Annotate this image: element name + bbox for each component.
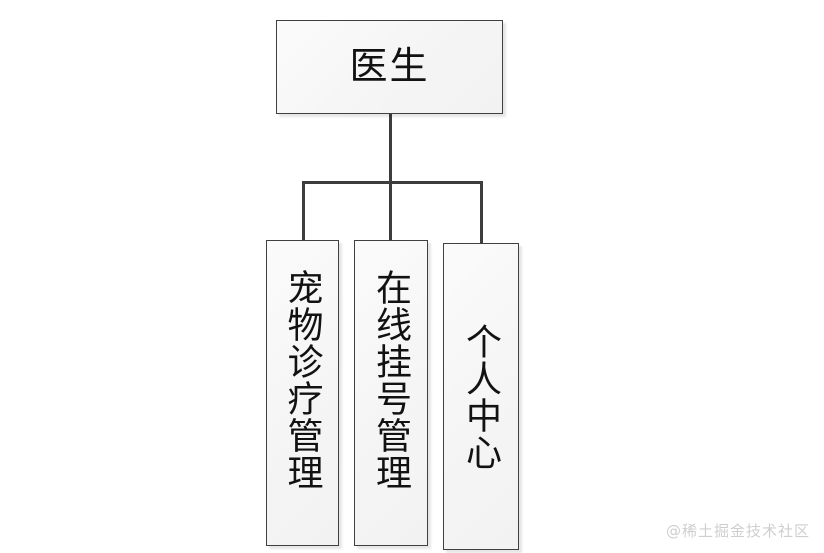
watermark: @稀土掘金技术社区 bbox=[665, 522, 810, 540]
node-pet-diagnosis-management-label: 宠物诊疗管理 bbox=[282, 269, 323, 491]
node-online-registration-management-label: 在线挂号管理 bbox=[371, 269, 412, 491]
connector-root-stem bbox=[389, 113, 392, 183]
connector-drop-child-3 bbox=[480, 181, 483, 244]
node-doctor[interactable]: 医生 bbox=[276, 20, 503, 114]
node-pet-diagnosis-management[interactable]: 宠物诊疗管理 bbox=[266, 240, 339, 546]
node-doctor-label: 医生 bbox=[349, 46, 430, 88]
node-online-registration-management[interactable]: 在线挂号管理 bbox=[354, 240, 428, 546]
connector-drop-child-2 bbox=[389, 181, 392, 241]
connector-horizontal-bus bbox=[302, 181, 483, 184]
connector-drop-child-1 bbox=[302, 181, 305, 241]
node-personal-center-label: 个人中心 bbox=[461, 322, 502, 471]
node-personal-center[interactable]: 个人中心 bbox=[443, 243, 519, 550]
